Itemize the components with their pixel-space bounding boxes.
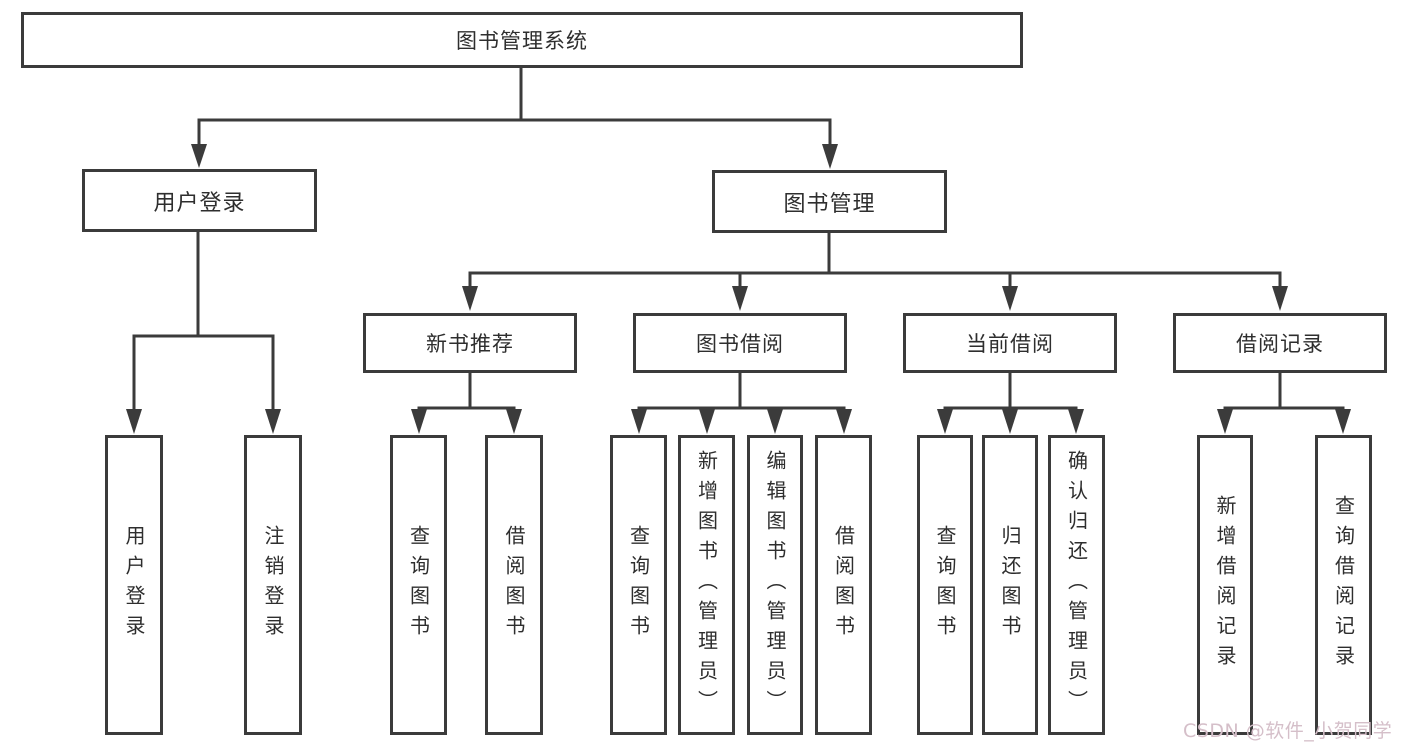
connector-bookmgmt-to-level3: [468, 233, 1282, 288]
connector-root-to-level2: [197, 68, 832, 146]
leaf-query-books-recommend: 查询图书: [390, 435, 447, 735]
arrowhead-down-icon: [822, 144, 838, 169]
leaf-logout: 注销登录: [244, 435, 302, 735]
leaf-add-book-admin: 新增图书（管理员）: [678, 435, 735, 735]
arrowhead-down-icon: [937, 409, 953, 434]
node-book-management: 图书管理: [712, 170, 947, 233]
arrowhead-down-icon: [1002, 409, 1018, 434]
leaf-borrow-books-borrow: 借阅图书: [815, 435, 872, 735]
leaf-return-book: 归还图书: [982, 435, 1038, 735]
connector-userlogin-to-leaves: [132, 232, 275, 411]
connector-borrow-to-leaves: [637, 373, 846, 411]
leaf-borrow-books-recommend: 借阅图书: [485, 435, 543, 735]
node-new-book-recommend: 新书推荐: [363, 313, 577, 373]
arrowhead-down-icon: [462, 286, 478, 311]
arrowhead-down-icon: [1272, 286, 1288, 311]
node-book-borrow: 图书借阅: [633, 313, 847, 373]
node-user-login: 用户登录: [82, 169, 317, 232]
leaf-edit-book-admin: 编辑图书（管理员）: [747, 435, 803, 735]
arrowhead-down-icon: [1068, 409, 1084, 434]
connector-records-to-leaves: [1223, 373, 1345, 411]
node-borrow-records: 借阅记录: [1173, 313, 1387, 373]
arrowhead-down-icon: [191, 144, 207, 168]
leaf-confirm-return-admin: 确认归还（管理员）: [1048, 435, 1105, 735]
leaf-user-login: 用户登录: [105, 435, 163, 735]
arrowhead-down-icon: [1002, 286, 1018, 311]
arrowhead-down-icon: [411, 409, 427, 434]
arrowhead-down-icon: [767, 409, 783, 434]
leaf-add-borrow-record: 新增借阅记录: [1197, 435, 1253, 735]
arrowhead-down-icon: [126, 409, 142, 434]
arrowhead-down-icon: [836, 409, 852, 434]
leaf-query-borrow-record: 查询借阅记录: [1315, 435, 1372, 735]
arrowhead-down-icon: [1335, 409, 1351, 434]
csdn-watermark: CSDN @软件_小贺同学: [1183, 720, 1393, 742]
node-current-borrow: 当前借阅: [903, 313, 1117, 373]
arrowhead-down-icon: [1217, 409, 1233, 434]
node-root: 图书管理系统: [21, 12, 1023, 68]
leaf-query-books-borrow: 查询图书: [610, 435, 667, 735]
arrowhead-down-icon: [732, 286, 748, 311]
connector-recommend-to-leaves: [417, 373, 516, 411]
arrowhead-down-icon: [506, 409, 522, 434]
connector-current-to-leaves: [943, 373, 1078, 411]
arrowhead-down-icon: [699, 409, 715, 434]
arrowhead-down-icon: [631, 409, 647, 434]
arrowhead-down-icon: [265, 409, 281, 434]
leaf-query-books-current: 查询图书: [917, 435, 973, 735]
